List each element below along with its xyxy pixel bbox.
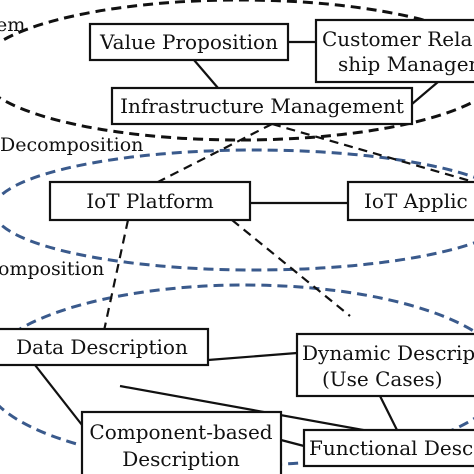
top-layer-label: em xyxy=(0,14,25,36)
node-component-based-description: Component-based Description xyxy=(80,410,283,474)
edge-data-component xyxy=(34,364,83,426)
edge-data-dynamic xyxy=(207,351,298,362)
node-data-description: Data Description xyxy=(0,327,210,367)
iot-platform-label: IoT Platform xyxy=(86,189,213,213)
node-value-proposition: Value Proposition xyxy=(88,22,290,62)
edge-dynamic-functional xyxy=(379,395,398,431)
dynamic-description-label-line1: Dynamic Descrip xyxy=(302,341,474,365)
dashed-edge-infrastructure-application xyxy=(271,122,474,184)
edge-component-functional xyxy=(280,438,305,448)
component-based-label-line2: Description xyxy=(122,447,240,471)
platform-layer-ellipse xyxy=(0,148,474,272)
dynamic-description-label-line2: (Use Cases) xyxy=(322,367,443,391)
value-proposition-label: Value Proposition xyxy=(99,30,278,54)
bottom-layer-label: omposition xyxy=(0,258,104,280)
infrastructure-management-label: Infrastructure Management xyxy=(120,94,404,118)
customer-rel-label-line1: Customer Rela xyxy=(322,27,473,51)
node-customer-relationship-management: Customer Rela ship Managem xyxy=(314,18,474,84)
iot-application-label: IoT Applic xyxy=(364,189,468,213)
node-functional-description: Functional Desc xyxy=(302,428,474,468)
functional-description-label: Functional Desc xyxy=(309,436,473,460)
node-dynamic-description: Dynamic Descrip (Use Cases) xyxy=(295,332,474,398)
dashed-edge-platform-data xyxy=(100,219,130,341)
dashed-edge-platform-dynamic xyxy=(231,219,351,317)
edge-value-infrastructure xyxy=(193,59,219,89)
dashed-edge-infrastructure-platform xyxy=(149,123,273,187)
node-iot-application: IoT Applic xyxy=(346,180,474,222)
customer-rel-label-line2: ship Managem xyxy=(338,52,474,76)
component-based-label-line1: Component-based xyxy=(89,420,272,444)
data-description-label: Data Description xyxy=(16,335,188,359)
node-infrastructure-management: Infrastructure Management xyxy=(110,86,414,126)
middle-layer-label: Decomposition xyxy=(0,134,143,156)
node-iot-platform: IoT Platform xyxy=(48,180,252,222)
